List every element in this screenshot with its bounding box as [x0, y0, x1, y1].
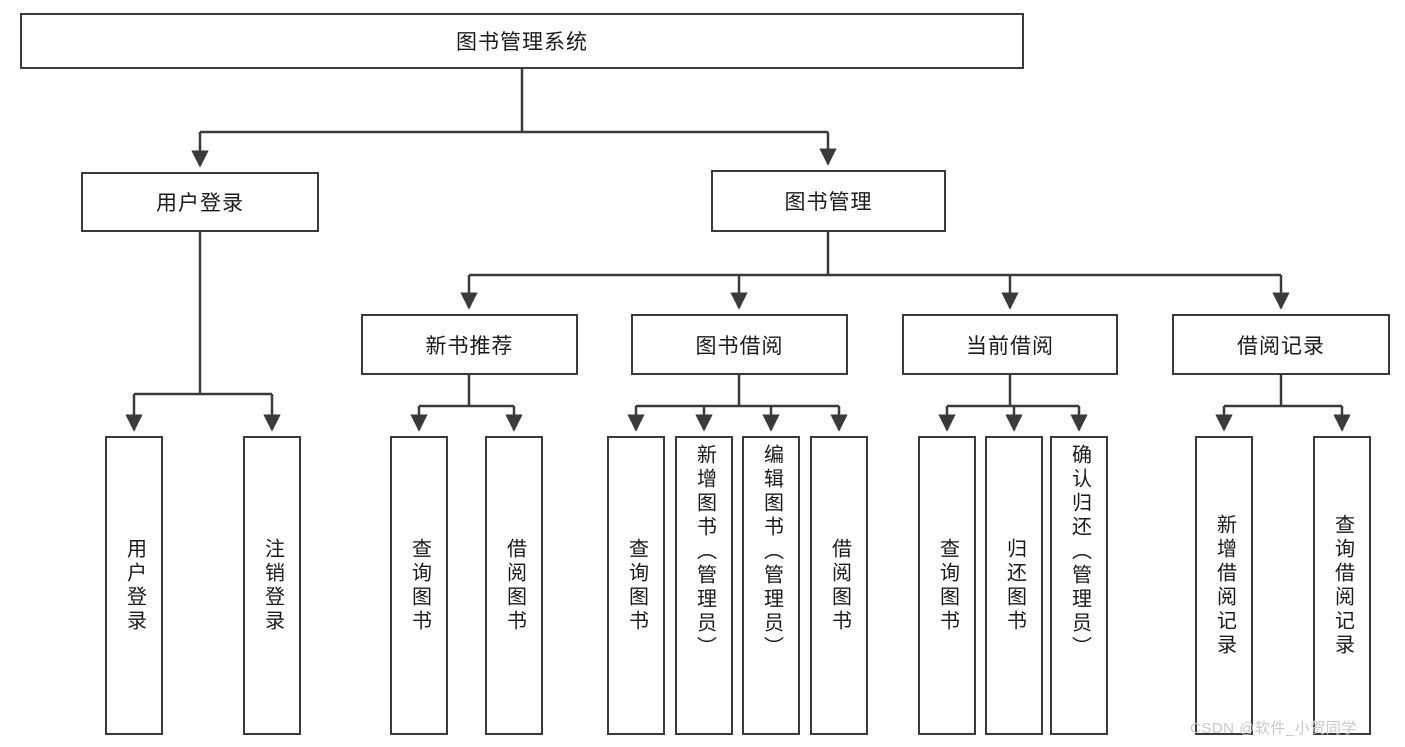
- leaf-user-login-label: 用户登录: [123, 537, 146, 634]
- leaf-return-book[interactable]: 归还图书: [985, 436, 1043, 735]
- leaf-query-book-current-label: 查询图书: [936, 537, 959, 634]
- leaf-add-borrow-record[interactable]: 新增借阅记录: [1195, 436, 1253, 735]
- node-borrow-record[interactable]: 借阅记录: [1172, 314, 1390, 375]
- leaf-query-book-recommend-label: 查询图书: [408, 537, 431, 634]
- node-new-book-recommend[interactable]: 新书推荐: [361, 314, 578, 375]
- leaf-edit-book-admin[interactable]: 编辑图书（管理员）: [742, 436, 800, 735]
- node-book-management[interactable]: 图书管理: [711, 170, 946, 232]
- leaf-query-borrow-record[interactable]: 查询借阅记录: [1313, 436, 1371, 735]
- node-root-label: 图书管理系统: [456, 31, 588, 54]
- leaf-borrow-book-recommend[interactable]: 借阅图书: [485, 436, 543, 735]
- leaf-add-borrow-record-label: 新增借阅记录: [1213, 513, 1236, 658]
- leaf-logout-login[interactable]: 注销登录: [243, 436, 301, 735]
- leaf-query-borrow-record-label: 查询借阅记录: [1331, 513, 1354, 658]
- node-current-borrow-label: 当前借阅: [966, 334, 1054, 358]
- leaf-logout-login-label: 注销登录: [261, 537, 284, 634]
- node-user-login-label: 用户登录: [156, 192, 244, 215]
- leaf-confirm-return-admin[interactable]: 确认归还（管理员）: [1050, 436, 1108, 735]
- leaf-query-book-current[interactable]: 查询图书: [918, 436, 976, 735]
- node-user-login[interactable]: 用户登录: [81, 172, 319, 232]
- leaf-return-book-label: 归还图书: [1003, 537, 1026, 634]
- leaf-add-book-admin[interactable]: 新增图书（管理员）: [675, 436, 733, 735]
- leaf-confirm-return-admin-label: 确认归还（管理员）: [1068, 444, 1091, 660]
- node-book-borrow-label: 图书借阅: [695, 334, 784, 358]
- leaf-borrow-book[interactable]: 借阅图书: [810, 436, 868, 735]
- leaf-user-login[interactable]: 用户登录: [105, 436, 163, 735]
- node-current-borrow[interactable]: 当前借阅: [902, 314, 1118, 375]
- leaf-query-book-borrow-label: 查询图书: [625, 537, 648, 634]
- leaf-borrow-book-recommend-label: 借阅图书: [503, 537, 526, 634]
- leaf-query-book-borrow[interactable]: 查询图书: [607, 436, 665, 735]
- leaf-query-book-recommend[interactable]: 查询图书: [390, 436, 448, 735]
- watermark: CSDN @软件_小贺同学: [1190, 720, 1357, 737]
- node-root[interactable]: 图书管理系统: [20, 13, 1024, 69]
- node-book-borrow[interactable]: 图书借阅: [631, 314, 848, 375]
- leaf-edit-book-admin-label: 编辑图书（管理员）: [760, 444, 783, 660]
- node-book-management-label: 图书管理: [784, 191, 873, 214]
- node-borrow-record-label: 借阅记录: [1237, 334, 1325, 358]
- leaf-add-book-admin-label: 新增图书（管理员）: [693, 444, 716, 660]
- node-new-book-recommend-label: 新书推荐: [425, 334, 514, 358]
- leaf-borrow-book-label: 借阅图书: [828, 537, 851, 634]
